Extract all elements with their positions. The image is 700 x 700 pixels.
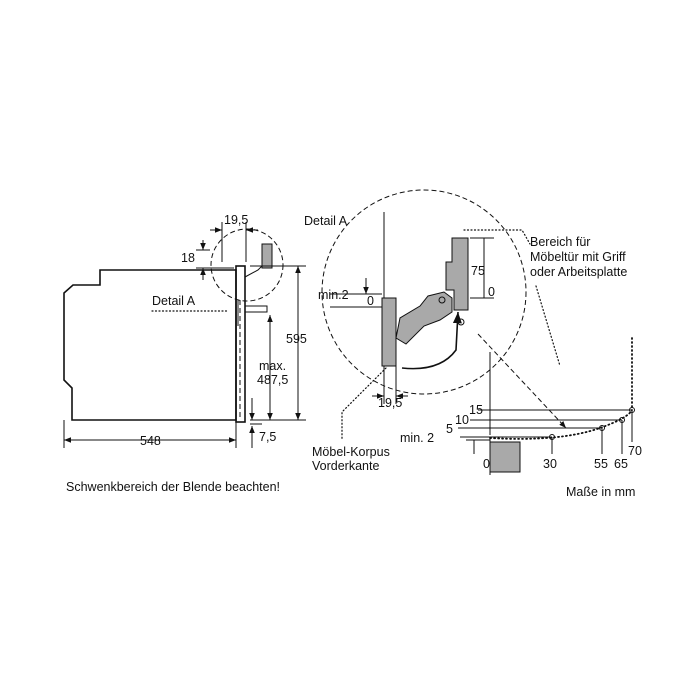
korpus-label-line1: Möbel-Korpus — [312, 445, 390, 459]
swing-note: Schwenkbereich der Blende beachten! — [66, 480, 280, 494]
max-label: max. — [259, 359, 286, 373]
korpus-label-line2: Vorderkante — [312, 459, 379, 473]
area-label-line2: Möbeltür mit Griff — [530, 250, 626, 264]
detail-19-5: 19,5 — [378, 396, 402, 410]
oven-handle — [244, 305, 268, 313]
height-dimension: 595 — [286, 332, 307, 346]
swing-arrow — [401, 311, 462, 370]
detail-a-label: Detail A — [152, 294, 196, 308]
furniture-carcass — [381, 297, 397, 367]
top-height-dimension: 18 — [181, 251, 195, 265]
area-label-line1: Bereich für — [530, 235, 590, 249]
area-label-line3: oder Arbeitsplatte — [530, 265, 627, 279]
hinge-arm — [395, 291, 453, 345]
oven-side-view: 548 19,5 18 Detail A 595 max. 487,5 7,5 — [63, 213, 307, 448]
swing-area-diagram: 15 10 5 min. 2 0 30 55 65 70 — [400, 333, 642, 476]
detail-min2: min.2 — [318, 288, 349, 302]
counter-block — [489, 441, 521, 473]
detail-a-circle-large — [321, 189, 527, 395]
oven-front-panel — [235, 265, 246, 423]
door-profile — [445, 237, 469, 311]
detail-75: 75 — [471, 264, 485, 278]
width-dimension: 548 — [140, 434, 161, 448]
units-note: Maße in mm — [566, 485, 635, 499]
swing-label-min2: min. 2 — [400, 431, 434, 445]
max-value: 487,5 — [257, 373, 288, 387]
detail-a-enlarged: Detail A min.2 0 75 0 19,5 — [304, 189, 627, 473]
detail-zero-left: 0 — [367, 294, 374, 308]
swing-label-h55: 55 — [594, 457, 608, 471]
bottom-dimension: 7,5 — [259, 430, 276, 444]
swing-curve — [489, 409, 633, 440]
swing-diagonal — [477, 333, 567, 429]
swing-label-15: 15 — [469, 403, 483, 417]
swing-label-h70: 70 — [628, 444, 642, 458]
detail-a-title: Detail A — [304, 214, 348, 228]
swing-label-5: 5 — [446, 422, 453, 436]
top-offset-dimension: 19,5 — [224, 213, 248, 227]
detail-zero-right: 0 — [488, 285, 495, 299]
swing-label-10: 10 — [455, 413, 469, 427]
oven-door-profile — [261, 243, 273, 269]
swing-label-h0: 0 — [483, 457, 490, 471]
swing-label-h30: 30 — [543, 457, 557, 471]
oven-body-outline — [63, 269, 237, 421]
swing-label-h65: 65 — [614, 457, 628, 471]
